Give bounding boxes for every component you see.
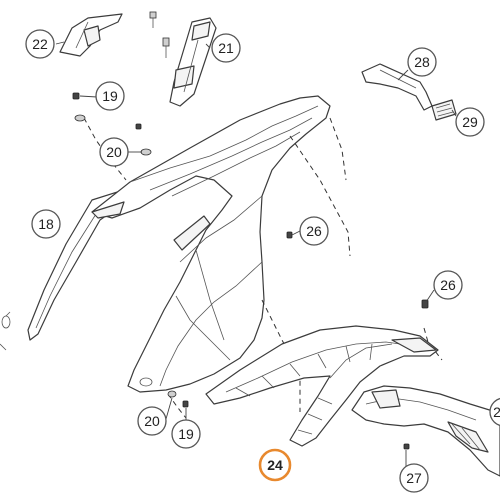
callout-21-label: 21: [218, 40, 234, 56]
callout-24-label: 24: [267, 457, 283, 473]
callout-28-label: 28: [414, 54, 430, 70]
hardware-parts: [0, 92, 429, 450]
callout-27-label: 27: [406, 470, 422, 486]
callout-22-label: 22: [32, 36, 48, 52]
callout-20-top: 20: [99, 137, 129, 167]
callout-26-mid-label: 26: [306, 223, 322, 239]
callout-20-bottom-label: 20: [144, 413, 160, 429]
callout-18-label: 18: [38, 216, 54, 232]
callout-19-bottom-label: 19: [178, 426, 194, 442]
callout-24-highlighted: 24: [258, 448, 292, 482]
callout-27: 27: [399, 463, 429, 493]
callout-22: 22: [25, 29, 55, 59]
callout-19-top: 19: [95, 81, 125, 111]
part-24-shroud-grille: [205, 325, 439, 447]
callout-29-label: 29: [462, 114, 478, 130]
part-right-front-piece: [351, 385, 500, 477]
callout-19-top-label: 19: [102, 88, 118, 104]
part-22-bracket: [59, 13, 123, 57]
main-cover-body: [91, 95, 331, 393]
callout-partial-right: 2: [489, 397, 500, 427]
part-28-bracket: [361, 63, 433, 111]
callout-partial-label: 2: [493, 404, 500, 420]
callout-18: 18: [31, 209, 61, 239]
callout-26-right-label: 26: [440, 277, 456, 293]
callout-20-top-label: 20: [106, 144, 122, 160]
part-29-reflector: [431, 99, 457, 121]
callout-26-mid: 26: [299, 216, 329, 246]
bolt-top: [149, 11, 170, 58]
callout-21: 21: [211, 33, 241, 63]
part-21-holder: [169, 17, 217, 107]
callout-20-bottom: 20: [137, 406, 167, 436]
callout-26-right: 26: [433, 270, 463, 300]
callout-19-bottom: 19: [171, 419, 201, 449]
callout-29: 29: [455, 107, 485, 137]
callout-28: 28: [407, 47, 437, 77]
